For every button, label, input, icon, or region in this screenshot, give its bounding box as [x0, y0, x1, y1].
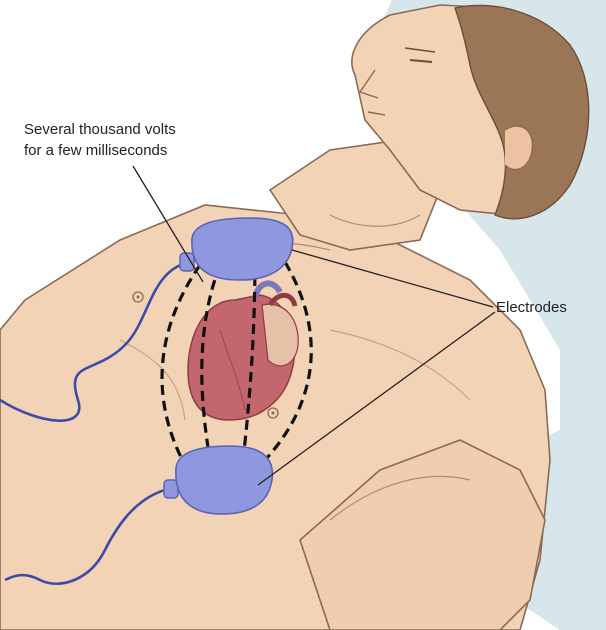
- voltage-label-line2: for a few milliseconds: [24, 142, 167, 159]
- voltage-label-line1: Several thousand volts: [24, 121, 176, 138]
- electrodes-label: Electrodes: [496, 299, 567, 316]
